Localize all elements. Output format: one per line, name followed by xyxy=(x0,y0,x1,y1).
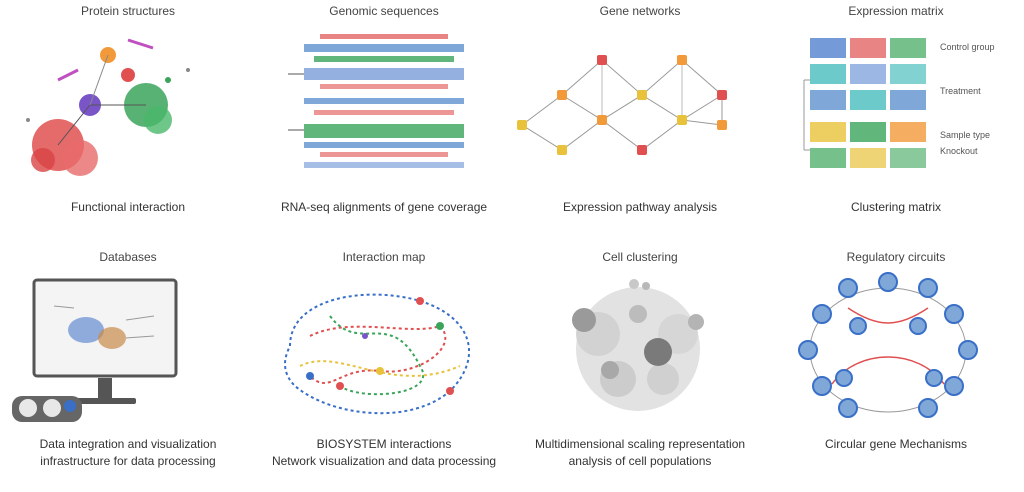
row-label: Knockout xyxy=(940,146,978,156)
panel-caption: RNA-seq alignments of gene coverage xyxy=(280,200,488,214)
panel-expression-matrix: Expression matrix Control group Treatmen… xyxy=(768,0,1024,246)
cell-cluster-illustration xyxy=(572,279,704,411)
panel-title: Regulatory circuits xyxy=(846,250,946,264)
protein-structure-illustration xyxy=(26,38,190,176)
panel-caption: Expression pathway analysis xyxy=(562,200,718,214)
panel-caption: Circular gene Mechanisms xyxy=(824,437,968,451)
panel-caption: Functional interaction xyxy=(70,200,186,214)
panel-title: Databases xyxy=(99,250,157,264)
panel-gene-networks: Gene networks Expression pathway analysi… xyxy=(512,0,768,246)
panel-title: Protein structures xyxy=(80,4,176,18)
row-label: Treatment xyxy=(940,86,981,96)
panel-title: Genomic sequences xyxy=(329,4,439,18)
interaction-map-illustration xyxy=(284,293,471,415)
panel-databases: Databases Data integration and visualiza… xyxy=(0,246,256,492)
panel-cell-clustering: Cell clustering Multidimensional scaling… xyxy=(512,246,768,492)
panel-caption: Multidimensional scaling representation … xyxy=(534,437,746,468)
panel-genomic-sequences: Genomic sequences RNA-seq alignments of … xyxy=(256,0,512,246)
row-label: Control group xyxy=(940,42,995,52)
monitor-illustration xyxy=(12,278,178,422)
panel-regulatory-circuits: Regulatory circuits Circular gene Mechan… xyxy=(768,246,1024,492)
panel-title: Cell clustering xyxy=(602,250,678,264)
gene-network-illustration xyxy=(517,55,727,155)
circuit-illustration xyxy=(798,272,978,418)
row-label: Sample type xyxy=(940,130,991,140)
panel-title: Gene networks xyxy=(599,4,681,18)
heatmap-illustration xyxy=(803,38,926,168)
panel-caption: Clustering matrix xyxy=(850,200,942,214)
panel-interaction-map: Interaction map BIOSYSTEM interactions N… xyxy=(256,246,512,492)
panel-caption: BIOSYSTEM interactions Network visualiza… xyxy=(271,437,497,468)
panel-caption: Data integration and visualization infra… xyxy=(39,437,217,468)
sequence-alignment-illustration xyxy=(288,34,464,168)
panel-protein-structures: Protein structures Functional interactio… xyxy=(0,0,256,246)
panel-title: Expression matrix xyxy=(848,4,944,18)
panel-title: Interaction map xyxy=(342,250,426,264)
